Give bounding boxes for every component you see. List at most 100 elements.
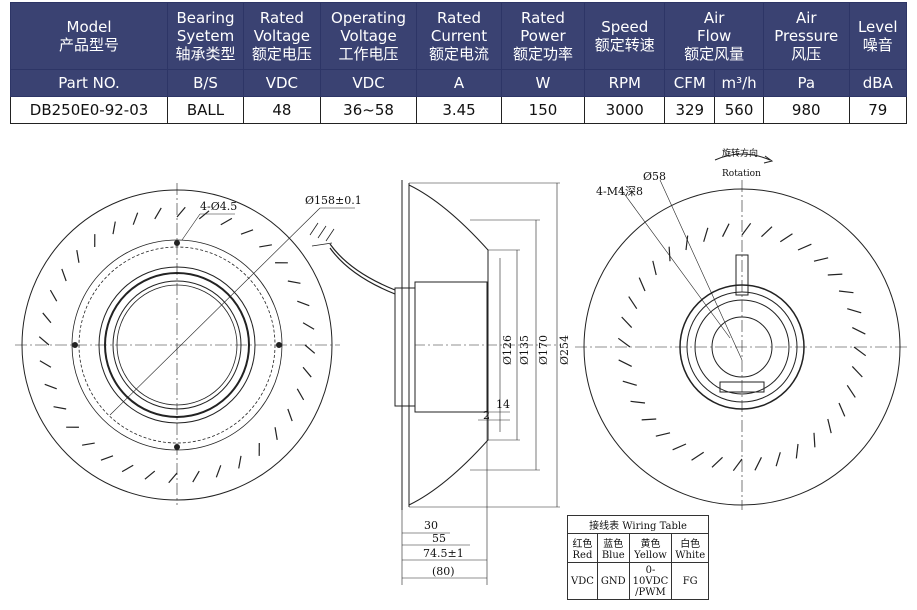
label-dim745: 74.5±1 — [423, 547, 464, 560]
blade-mark — [61, 268, 67, 282]
blade-mark — [53, 406, 67, 410]
blade-mark — [215, 465, 222, 478]
label-holes: 4-Ø4.5 — [200, 200, 237, 213]
blade-mark — [304, 344, 316, 354]
blade-mark — [220, 217, 233, 226]
blade-mark — [655, 432, 671, 437]
value-cell: 980 — [762, 96, 850, 124]
unit-cell: VDC — [319, 69, 418, 97]
blade-mark — [238, 455, 242, 469]
label-d170: Ø170 — [537, 335, 550, 365]
blade-mark — [112, 221, 116, 235]
unit-cell: m³/h — [714, 69, 764, 97]
blade-mark — [44, 383, 57, 390]
blade-mark — [761, 226, 773, 238]
unit-cell: A — [416, 69, 502, 97]
label-rotation-cn: 旋转方向 — [722, 147, 758, 159]
blade-mark — [302, 322, 315, 330]
blade-mark — [76, 250, 80, 263]
blade-mark — [813, 432, 816, 448]
blade-mark — [846, 384, 856, 398]
unit-cell: B/S — [167, 69, 244, 97]
blade-mark — [49, 289, 58, 302]
blade-mark — [100, 455, 114, 461]
blade-mark — [302, 366, 312, 378]
unit-cell: Part NO. — [9, 69, 169, 97]
unit-cell: RPM — [584, 69, 666, 97]
unit-cell: dBA — [848, 69, 908, 97]
blade-mark — [685, 235, 689, 251]
blade-mark — [851, 366, 863, 378]
label-dim2: 2 — [483, 409, 490, 422]
label-m4: 4-M4深8 — [596, 185, 643, 198]
blade-mark — [652, 260, 657, 276]
rear-view — [575, 153, 910, 510]
value-cell: 329 — [664, 96, 716, 124]
blade-mark — [711, 456, 723, 468]
value-cell: 48 — [242, 96, 321, 124]
wire-function-cell: VDC — [567, 562, 598, 600]
blade-mark — [779, 233, 793, 243]
unit-cell: Pa — [762, 69, 850, 97]
blade-mark — [154, 207, 162, 220]
blade-mark — [297, 300, 310, 307]
label-dim14: 14 — [496, 398, 510, 411]
blade-mark — [287, 280, 301, 284]
unit-cell: CFM — [664, 69, 716, 97]
label-d126: Ø126 — [501, 335, 514, 365]
blade-mark — [668, 246, 671, 262]
blade-mark — [617, 337, 631, 348]
blade-mark — [722, 223, 730, 237]
label-dim30: 30 — [424, 519, 438, 532]
blade-mark — [38, 336, 50, 346]
blade-mark — [853, 346, 867, 357]
blade-mark — [813, 257, 829, 262]
blade-mark — [296, 388, 305, 401]
value-cell: 3000 — [584, 96, 666, 124]
blade-mark — [838, 290, 854, 294]
blade-mark — [741, 222, 752, 236]
value-cell: 3.45 — [416, 96, 502, 124]
blade-mark — [82, 442, 95, 446]
blade-mark — [622, 380, 637, 386]
blade-mark — [638, 277, 646, 292]
value-cell: 560 — [714, 96, 764, 124]
spec-unit-row: Part NO. B/S VDC VDC A W RPM CFM m³/h Pa… — [9, 69, 908, 97]
label-dim80: (80) — [432, 565, 455, 578]
blade-mark — [630, 400, 646, 404]
blade-mark — [42, 312, 52, 324]
blade-mark — [198, 210, 210, 220]
blade-mark — [621, 316, 633, 328]
blade-mark — [827, 273, 843, 276]
wiring-table-title: 接线表 Wiring Table — [566, 515, 710, 534]
blade-mark — [641, 418, 657, 421]
blade-mark — [827, 418, 832, 434]
wire-function-cell: GND — [596, 562, 630, 600]
blade-mark — [797, 243, 812, 251]
blade-marks — [38, 206, 867, 484]
blade-mark — [703, 227, 709, 242]
blade-mark — [176, 206, 186, 218]
blade-mark — [618, 359, 632, 367]
blade-mark — [847, 308, 862, 314]
blade-mark — [732, 458, 743, 472]
blade-mark — [672, 443, 687, 451]
blade-mark — [691, 451, 705, 461]
blade-mark — [775, 452, 781, 467]
value-cell: 36~58 — [319, 96, 418, 124]
value-cell: BALL — [167, 96, 244, 124]
wire-function-cell: 0-10VDC /PWM — [628, 562, 673, 600]
label-d254: Ø254 — [558, 335, 571, 365]
